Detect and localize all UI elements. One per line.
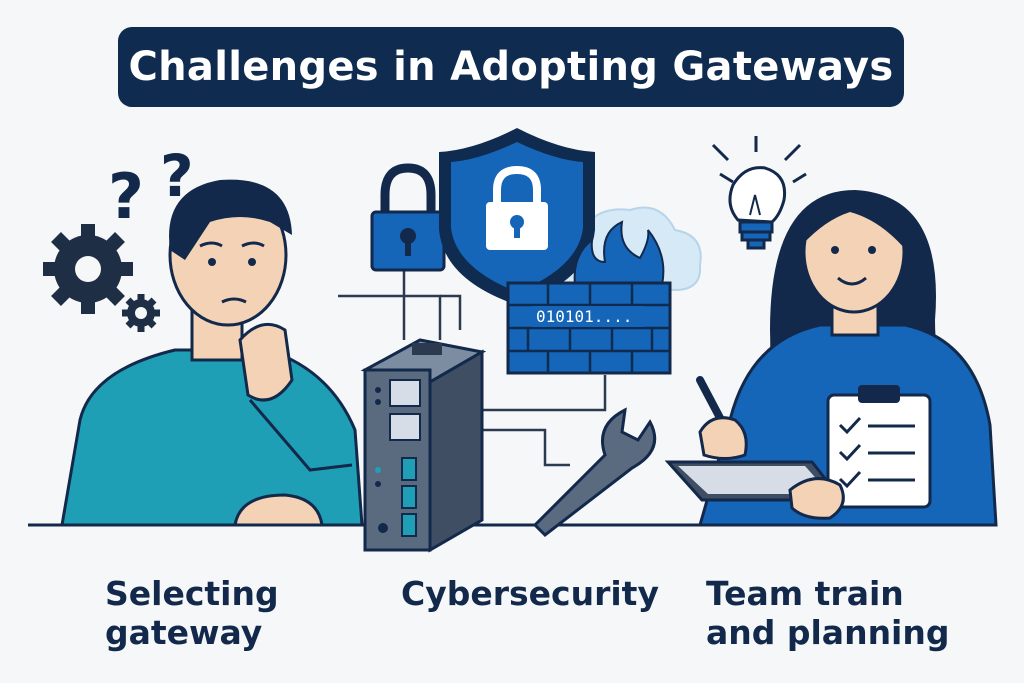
question-mark-icon: ? ? [108, 142, 194, 233]
caption-line: Selecting [105, 574, 279, 613]
clipboard-checklist-icon [826, 385, 932, 509]
caption-line: gateway [105, 613, 263, 652]
firewall-icon: 010101.... [506, 220, 672, 375]
gear-icon [43, 224, 160, 332]
binary-label: 010101.... [536, 307, 632, 326]
title-banner: Challenges in Adopting Gateways [118, 27, 904, 107]
gateway-device-icon [360, 338, 487, 553]
caption-cybersecurity: Cybersecurity [401, 574, 659, 613]
caption-team-planning: Team train and planning [706, 574, 950, 652]
padlock-icon [370, 163, 446, 272]
caption-line: and planning [706, 613, 950, 652]
person-selecting [60, 179, 364, 527]
caption-line: Cybersecurity [401, 574, 659, 613]
page-title: Challenges in Adopting Gateways [128, 44, 894, 90]
svg-text:?: ? [108, 160, 144, 233]
lightbulb-icon [711, 136, 807, 250]
hands-right [698, 416, 845, 520]
caption-line: Team train [706, 574, 904, 613]
wrench-icon [532, 407, 656, 537]
caption-selecting-gateway: Selecting gateway [105, 574, 279, 652]
shield-lock-icon [439, 128, 595, 305]
